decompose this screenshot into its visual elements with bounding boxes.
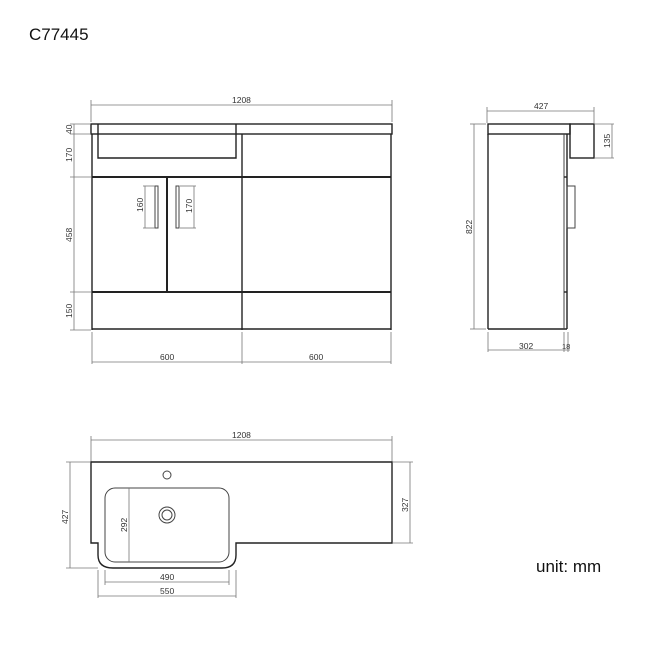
basin-side <box>569 123 595 159</box>
model-code-label: C77445 <box>29 25 89 44</box>
basin-inner-width: 490 <box>160 572 174 582</box>
side-overall-depth: 427 <box>534 101 548 111</box>
tap-hole <box>162 470 172 480</box>
front-view: 1208 160 170 40 170 458 <box>64 95 393 364</box>
basin-outer-width: 550 <box>160 586 174 596</box>
side-view: 427 822 135 302 18 <box>464 101 614 352</box>
left-section-width: 600 <box>160 352 174 362</box>
basin-front <box>97 124 237 159</box>
side-overall-height: 822 <box>464 220 474 234</box>
door-height: 458 <box>64 228 74 242</box>
basin-projection-height: 135 <box>602 134 612 148</box>
basin-zone-height: 170 <box>64 148 74 162</box>
waste-inner <box>161 509 173 521</box>
top-overall-width: 1208 <box>232 430 251 440</box>
plinth-height: 150 <box>64 304 74 318</box>
top-view: 1208 292 427 327 490 550 <box>60 430 413 598</box>
front-overall-width: 1208 <box>232 95 251 105</box>
waste-outer <box>158 506 176 524</box>
basin-bowl <box>104 487 230 563</box>
unit-label: unit: mm <box>536 557 602 576</box>
worktop-thickness: 40 <box>64 124 74 134</box>
right-handle-length: 170 <box>184 199 194 213</box>
top-overall-depth: 427 <box>60 510 70 524</box>
right-handle <box>175 185 180 229</box>
carcass-depth: 302 <box>519 341 533 351</box>
right-section-width: 600 <box>309 352 323 362</box>
worktop-top <box>90 461 393 569</box>
side-handle <box>566 185 576 229</box>
basin-inner-depth: 292 <box>119 518 129 532</box>
worktop <box>90 123 393 135</box>
door-thickness: 18 <box>562 342 570 351</box>
left-handle-length: 160 <box>135 198 145 212</box>
worktop-depth: 327 <box>400 498 410 512</box>
left-handle <box>154 185 159 229</box>
